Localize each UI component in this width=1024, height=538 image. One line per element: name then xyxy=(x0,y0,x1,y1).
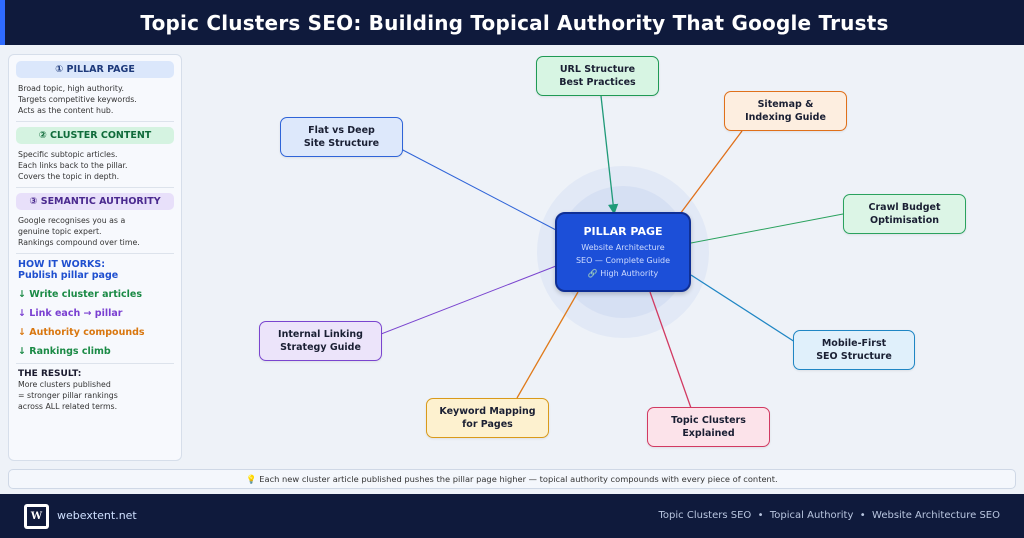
pillar-node-line: Website Architecture xyxy=(581,242,665,252)
section-desc-line: Rankings compound over time. xyxy=(18,238,140,247)
step-authority: ↓ Authority compounds xyxy=(18,327,145,338)
footer-bar: W webextent.net Topic Clusters SEO • Top… xyxy=(0,494,1024,538)
tip-banner: 💡 Each new cluster article published pus… xyxy=(8,469,1016,489)
node-label: Sitemap & xyxy=(757,99,814,110)
connector-flat xyxy=(398,147,557,231)
connector-sitemap xyxy=(679,130,743,215)
pillar-node-line: SEO — Complete Guide xyxy=(575,255,671,265)
logo-mark-icon: W xyxy=(27,507,46,526)
step-link: ↓ Link each → pillar xyxy=(18,308,123,319)
result-line: More clusters published xyxy=(18,380,111,389)
node-label: Keyword Mapping xyxy=(439,406,536,417)
pillar-node-line: 🔗 High Authority xyxy=(587,268,659,278)
section-desc-line: Each links back to the pillar. xyxy=(18,161,128,170)
divider xyxy=(16,253,174,254)
result-line: across ALL related terms. xyxy=(18,402,118,411)
node-label: Flat vs Deep xyxy=(308,125,375,136)
section-desc-line: Targets competitive keywords. xyxy=(18,95,137,104)
node-label: Topic Clusters xyxy=(671,415,746,426)
section-title-cluster: ② CLUSTER CONTENT xyxy=(16,127,174,144)
section-desc-line: Broad topic, high authority. xyxy=(18,84,124,93)
connector-crawl xyxy=(690,213,844,244)
section-desc-line: Specific subtopic articles. xyxy=(18,150,118,159)
divider xyxy=(16,121,174,122)
how-it-works-title: HOW IT WORKS: xyxy=(18,259,106,270)
divider xyxy=(16,187,174,188)
node-label: Optimisation xyxy=(870,215,939,226)
section-title-semantic: ③ SEMANTIC AUTHORITY xyxy=(16,193,174,210)
step-write: ↓ Write cluster articles xyxy=(18,289,142,300)
node-label: Mobile-First xyxy=(821,338,887,349)
brand-logo[interactable]: W xyxy=(24,504,49,529)
pillar-node-title: PILLAR PAGE xyxy=(583,224,663,238)
node-label: Crawl Budget xyxy=(868,202,941,213)
page-title: Topic Clusters SEO: Building Topical Aut… xyxy=(140,10,889,35)
node-label: Site Structure xyxy=(303,138,380,149)
node-label: URL Structure xyxy=(559,64,636,75)
cluster-node-keyword-mapping: Keyword Mapping for Pages xyxy=(426,398,549,438)
pillar-page-node: PILLAR PAGE Website Architecture SEO — C… xyxy=(555,212,691,292)
footer-tags: Topic Clusters SEO • Topical Authority •… xyxy=(658,510,1000,521)
divider xyxy=(16,363,174,364)
sidebar-panel: ① PILLAR PAGE Broad topic, high authorit… xyxy=(8,54,182,461)
section-title-pillar: ① PILLAR PAGE xyxy=(16,61,174,78)
connector-keyword xyxy=(516,291,579,399)
step-rankings: ↓ Rankings climb xyxy=(18,346,111,357)
node-label: for Pages xyxy=(462,419,513,430)
cluster-node-sitemap: Sitemap & Indexing Guide xyxy=(724,91,847,131)
node-label: Indexing Guide xyxy=(745,112,826,123)
connector-mobile xyxy=(690,274,796,343)
section-desc-line: Covers the topic in depth. xyxy=(18,172,120,181)
node-label: Best Practices xyxy=(559,77,636,88)
result-line: = stronger pillar rankings xyxy=(18,391,118,400)
connector-url xyxy=(600,95,619,215)
step-publish: Publish pillar page xyxy=(18,270,119,281)
connector-topic xyxy=(649,291,692,409)
brand-name[interactable]: webextent.net xyxy=(57,509,137,522)
node-label: Internal Linking xyxy=(278,329,363,340)
tip-text: 💡 Each new cluster article published pus… xyxy=(246,473,778,484)
section-desc-line: Acts as the content hub. xyxy=(18,106,114,115)
section-desc-line: Google recognises you as a xyxy=(18,216,126,225)
header-bar: Topic Clusters SEO: Building Topical Aut… xyxy=(0,0,1024,45)
connector-internal xyxy=(380,265,557,335)
node-label: Explained xyxy=(682,428,735,439)
node-label: SEO Structure xyxy=(816,351,892,362)
result-title: THE RESULT: xyxy=(18,369,82,379)
section-desc-line: genuine topic expert. xyxy=(18,227,102,236)
node-label: Strategy Guide xyxy=(280,342,361,353)
